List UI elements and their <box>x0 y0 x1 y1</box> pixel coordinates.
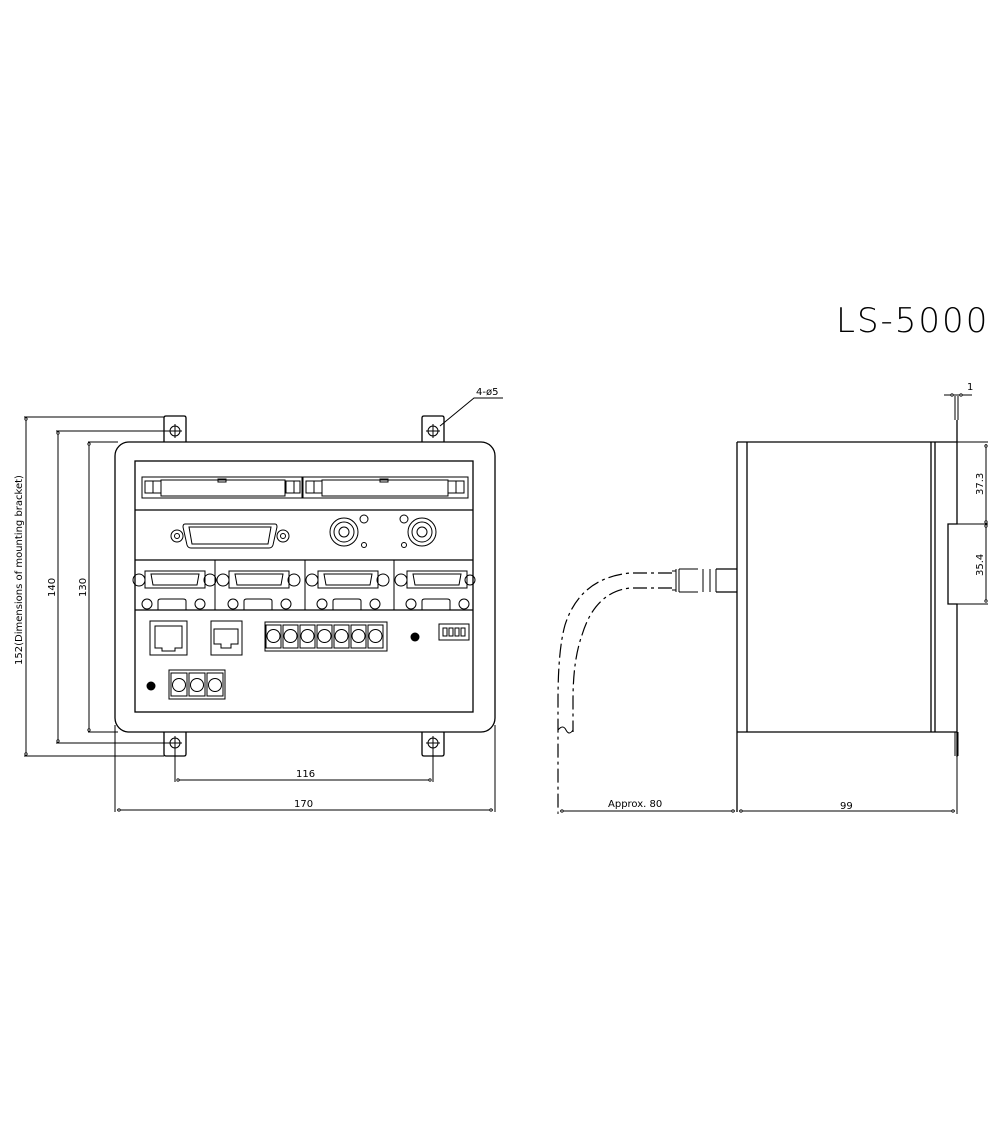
terminal-block-small-icon <box>168 669 226 700</box>
dim-35-4: 35.4 <box>975 554 986 576</box>
side-view: 1 37.3 35.4 Approx. 80 99 <box>557 382 988 814</box>
dim-99: 99 <box>840 801 853 812</box>
dim-140: 140 <box>47 578 58 597</box>
flange-vertical-dimensions <box>957 441 988 605</box>
flange-thickness-dimension <box>944 393 972 397</box>
dip-switch-icon <box>438 623 470 641</box>
flange <box>947 420 958 757</box>
dsub-connector-icon <box>170 523 290 549</box>
dim-1: 1 <box>967 382 973 393</box>
dim-130: 130 <box>78 578 89 597</box>
bnc-connector-icon <box>329 514 437 548</box>
bracket-tab-top-right <box>421 415 445 442</box>
front-view: 4-ø5 <box>14 387 503 812</box>
front-panel <box>134 460 474 713</box>
dim-170: 170 <box>294 799 313 810</box>
dim-116: 116 <box>296 769 315 780</box>
card-slot-icon <box>141 476 469 499</box>
housing-outline <box>114 441 496 733</box>
side-horizontal-dimensions <box>557 756 958 814</box>
cable-icon <box>557 572 672 812</box>
hole-callout: 4-ø5 <box>476 387 498 398</box>
horizontal-dimensions <box>114 725 496 812</box>
led-indicator-icon <box>146 681 156 691</box>
model-title: LS-5000 <box>836 301 989 341</box>
dim-152: 152(Dimensions of mounting bracket) <box>14 475 25 665</box>
cable-connector-icon <box>672 568 737 593</box>
dim-37-3: 37.3 <box>975 473 986 495</box>
dsub-module-icon <box>132 560 476 610</box>
vertical-dimensions <box>24 416 170 757</box>
dim-approx-80: Approx. 80 <box>608 799 662 810</box>
terminal-block-icon <box>264 621 388 652</box>
led-indicator-icon <box>410 632 420 642</box>
bracket-tab-top-left <box>163 415 187 442</box>
modular-jack-icon <box>149 620 243 656</box>
body-top-bottom <box>737 441 957 733</box>
mounting-hole-icon <box>168 424 440 750</box>
